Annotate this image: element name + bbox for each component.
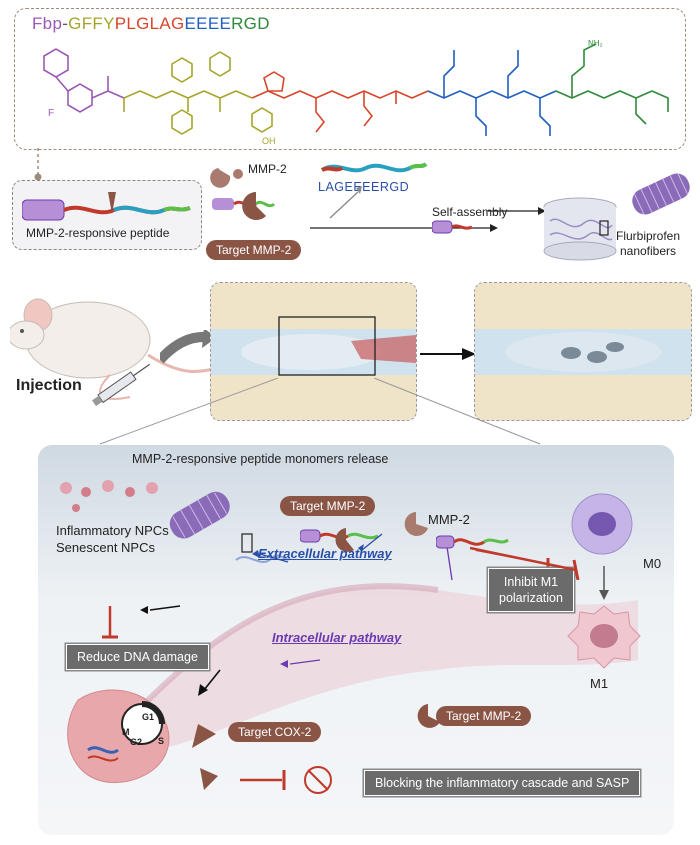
cycle-g1: G1 (142, 712, 155, 722)
chemical-structure: F OH NH₂ (43, 39, 669, 146)
injection-label: Injection (16, 377, 82, 394)
pathway-arrows (140, 533, 453, 696)
npc-label-1: Inflammatory NPCs (56, 523, 169, 538)
peptide-cleave-icon (300, 528, 379, 552)
fragment-label: LAGEEEERGD (318, 180, 409, 194)
seq-fbp: Fbp (32, 14, 63, 33)
injection-arrow (160, 330, 216, 364)
self-assembly-arrow (488, 207, 546, 215)
reduce-dna-box: Reduce DNA damage (66, 644, 209, 670)
tissue-fibers (135, 583, 638, 750)
svg-text:OH: OH (262, 136, 276, 146)
inhibit-arrow (470, 546, 580, 580)
zoom-lines (99, 378, 541, 445)
cox2-inhibit-arrow (200, 766, 332, 794)
seq-dash: - (62, 14, 69, 33)
disc-injected-illustration (211, 283, 416, 420)
mouse-illustration (10, 298, 225, 407)
m0-macrophage-icon (571, 493, 633, 555)
svg-text:NH₂: NH₂ (588, 39, 603, 48)
m1-label: M1 (590, 676, 609, 691)
svg-text:F: F (48, 108, 54, 119)
peptide-box-label: MMP-2-responsive peptide (26, 226, 170, 240)
inhibit-label-2: polarization (499, 591, 563, 605)
npc-cell-icon (67, 689, 170, 784)
nanofiber-label: Flurbiprofen nanofibers (616, 229, 680, 259)
fragment-text: LAGEEEERGD (318, 180, 410, 194)
nanofiber-icon (632, 173, 690, 215)
peptide-sequence: Fbp-GFFYPLGLAGEEEERGD (32, 14, 270, 34)
disc-panel-injected (210, 282, 417, 421)
connector-line (34, 148, 42, 181)
target-mmp2-pill-a: Target MMP-2 (280, 496, 376, 516)
cone-icon-a (192, 724, 216, 748)
mmp2-enzyme-icon-c (417, 704, 440, 728)
seq-plglag: PLGLAG (114, 14, 185, 33)
m0-label: M0 (643, 556, 662, 571)
fragment-strand (320, 162, 428, 173)
nanofiber-label-2: nanofibers (619, 244, 677, 258)
m1-macrophage-icon (567, 605, 641, 669)
nanofiber-bottom-icon (169, 491, 230, 539)
peptide-icon (22, 192, 191, 221)
hydrogel-cylinder-icon (543, 197, 617, 261)
release-label: MMP-2-responsive peptide monomers releas… (132, 452, 389, 466)
nanofiber-label-1: Flurbiprofen (616, 229, 681, 243)
arrow-to-healthy-disc (420, 348, 476, 360)
seq-eeee: EEEE (184, 14, 232, 33)
peptide-structure-panel (14, 8, 686, 150)
cycle-m: M (122, 727, 130, 737)
intracellular-pathway-label: Intracellular pathway (272, 630, 402, 645)
npc-labels: Inflammatory NPCs Senescent NPCs (56, 522, 169, 556)
disc-healthy-illustration (475, 283, 691, 420)
mmp2-enzyme-icon (210, 168, 276, 220)
inhibit-m1-box: Inhibit M1 polarization (488, 568, 574, 612)
seq-gffy: GFFY (68, 14, 115, 33)
npc-dots (60, 480, 158, 512)
disc-panel-healthy (474, 282, 692, 421)
target-cox2-pill: Target COX-2 (228, 722, 322, 742)
seq-rgd: RGD (231, 14, 270, 33)
mmp2-label-b: MMP-2 (428, 512, 470, 527)
cycle-s: S (158, 736, 165, 746)
npc-label-2: Senescent NPCs (56, 540, 155, 555)
reduce-dna-inhibitor (102, 606, 118, 639)
self-assembly-label: Self-assembly (432, 205, 508, 219)
mmp2-label-top: MMP-2 (248, 162, 287, 176)
cycle-g2: G2 (130, 737, 143, 747)
m0-to-m1-arrow (599, 566, 609, 600)
target-mmp2-pill-b: Target MMP-2 (436, 706, 532, 726)
mmp2-enzyme-icon-b (404, 512, 428, 536)
monomer-icon (432, 220, 473, 234)
blocking-box: Blocking the inflammatory cascade and SA… (364, 770, 641, 796)
extracellular-pathway-label: Extracellular pathway (258, 546, 392, 561)
inhibit-label-1: Inhibit M1 (503, 575, 559, 589)
target-mmp2-pill-top: Target MMP-2 (206, 240, 302, 260)
